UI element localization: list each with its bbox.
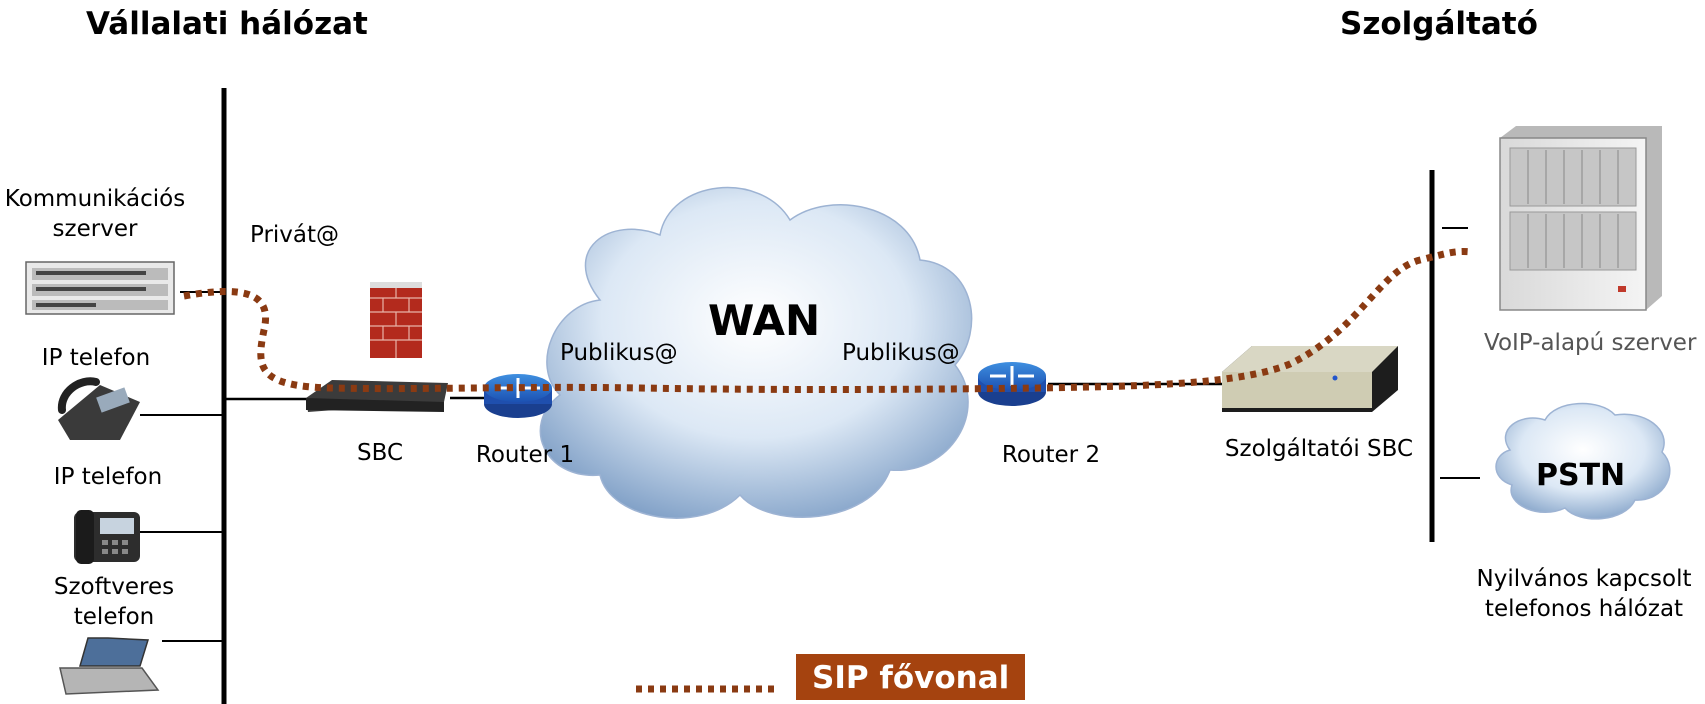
voip-server-label: VoIP-alapú szerver <box>1484 330 1697 356</box>
provider-sbc-icon <box>1222 346 1398 412</box>
softphone-label-line1: Szoftveres <box>53 574 175 600</box>
ip-phone-1-label: IP telefon <box>41 345 151 371</box>
sbc-label: SBC <box>356 440 404 466</box>
sip-trunk-path <box>183 248 1473 393</box>
comm-server-label-line1: Kommunikációs <box>4 186 186 212</box>
softphone-label-line2: telefon <box>73 604 155 630</box>
wan-cloud <box>539 186 973 519</box>
public-address-right-label: Publikus@ <box>842 340 960 366</box>
router1-icon <box>484 374 552 418</box>
voip-server-icon <box>1499 126 1662 311</box>
enterprise-network-heading: Vállalati hálózat <box>86 6 368 42</box>
provider-heading: Szolgáltató <box>1340 6 1538 42</box>
comm-server-label-line2: szerver <box>52 216 138 242</box>
laptop-icon <box>59 637 160 695</box>
wan-label: WAN <box>708 296 821 345</box>
ip-phone-2-label: IP telefon <box>53 464 163 490</box>
router1-label: Router 1 <box>475 442 575 468</box>
ip-phone-icon <box>57 377 140 440</box>
pstn-label: PSTN <box>1536 458 1626 493</box>
comm-server-icon <box>25 261 175 315</box>
provider-sbc-label: Szolgáltatói SBC <box>1224 436 1414 462</box>
pstn-desc-line1: Nyilvános kapcsolt <box>1476 566 1692 592</box>
router2-icon <box>978 362 1046 406</box>
legend-sip-trunk-label: SIP fővonal <box>796 654 1026 700</box>
pstn-cloud <box>1495 402 1671 520</box>
router2-label: Router 2 <box>1001 442 1101 468</box>
firewall-icon <box>370 282 422 358</box>
desk-phone-icon <box>74 510 140 564</box>
public-address-left-label: Publikus@ <box>560 340 678 366</box>
pstn-desc-line2: telefonos hálózat <box>1484 596 1684 622</box>
private-address-label: Privát@ <box>250 222 340 248</box>
